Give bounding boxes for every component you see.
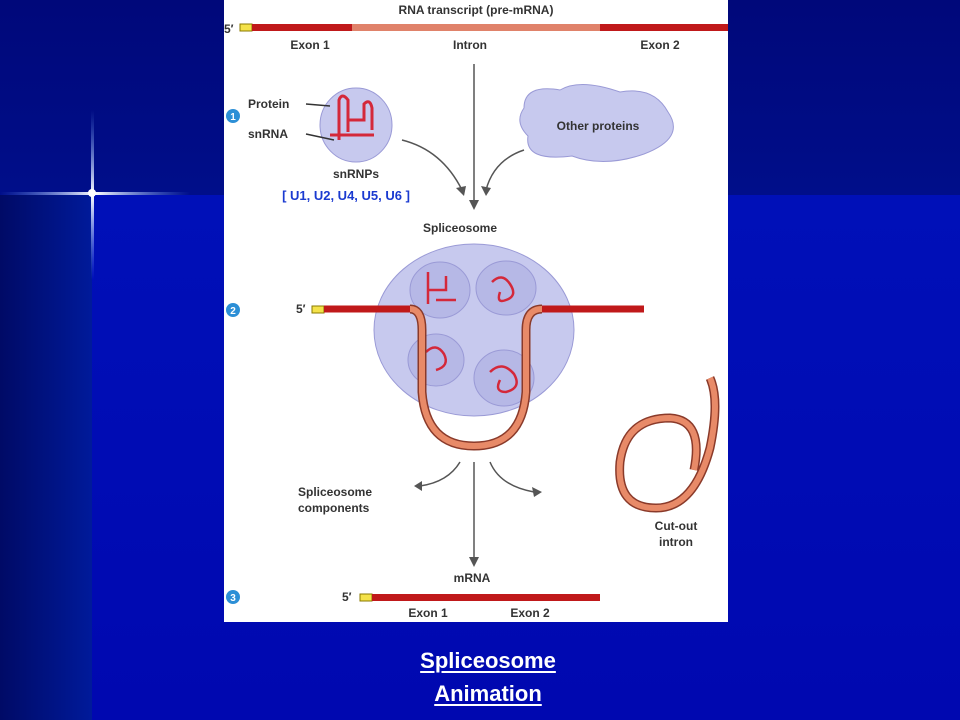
spliceosome-label: Spliceosome	[423, 221, 497, 235]
snrna-squiggle-1	[426, 272, 456, 304]
exon1-segment-bottom	[372, 594, 474, 601]
spliceosome-figure: RNA transcript (pre-mRNA) 5′ Exon 1 Intr…	[224, 0, 728, 622]
other-proteins-label: Other proteins	[557, 119, 640, 133]
snrna-squiggle-4	[489, 365, 518, 394]
intron-segment-top	[352, 24, 600, 31]
exon2-label-bottom: Exon 2	[510, 606, 550, 620]
curved-arrowhead-left	[456, 186, 466, 196]
snrna-squiggle-3	[425, 346, 447, 372]
cutout-label-line1: Cut-out	[655, 519, 698, 533]
snrnp-particle	[319, 87, 393, 163]
five-prime-cap-mid	[311, 305, 325, 314]
five-prime-label-bottom: 5′	[342, 590, 352, 604]
spliceosome-body	[373, 243, 575, 417]
intron-label-top: Intron	[453, 38, 487, 52]
exon2-segment-bottom	[474, 594, 600, 601]
exon1-label-bottom: Exon 1	[408, 606, 448, 620]
spliceosome-animation-link-line1[interactable]: Spliceosome	[420, 648, 556, 673]
step-2-number: 2	[230, 306, 236, 317]
down-arrowhead-main	[469, 200, 479, 210]
spliceosome-animation-link-line2[interactable]: Animation	[434, 681, 542, 706]
spliceosome-subunit-2	[475, 260, 537, 316]
curved-arrow-right	[485, 149, 525, 191]
snrnps-label: snRNPs	[333, 167, 379, 181]
curved-arrowhead-right	[481, 186, 491, 196]
spliceosome-subunit-3	[407, 333, 465, 387]
snrna-squiggle-2	[491, 276, 515, 303]
down-arrowhead-output	[469, 557, 479, 567]
snrna-label: snRNA	[248, 127, 288, 141]
exon2-label-top: Exon 2	[640, 38, 680, 52]
intron-loop-fill	[409, 306, 543, 450]
curved-arrow-components	[419, 461, 461, 487]
other-proteins-blob	[519, 84, 674, 163]
five-prime-label-top: 5′	[224, 22, 234, 36]
step-3-badge	[226, 590, 240, 604]
transcript-title: RNA transcript (pre-mRNA)	[399, 3, 554, 17]
step-3-number: 3	[230, 593, 236, 604]
step-1-number: 1	[230, 112, 236, 123]
step-2-badge	[226, 303, 240, 317]
spliceosome-subunit-4	[473, 349, 535, 407]
curved-arrowhead-components	[414, 481, 422, 491]
five-prime-cap-top	[239, 23, 253, 32]
mrna-label: mRNA	[454, 571, 491, 585]
cut-out-intron-lariat-fill	[616, 376, 718, 512]
cutout-label-line2: intron	[659, 535, 693, 549]
components-label-line2: components	[298, 501, 370, 515]
curved-arrowhead-intron	[532, 487, 542, 497]
snrna-pointer	[305, 133, 335, 141]
curved-arrow-left	[401, 139, 463, 191]
protein-pointer	[305, 103, 331, 107]
five-prime-cap-bottom	[359, 593, 373, 602]
curved-arrow-intron	[489, 461, 535, 493]
exon2-segment-top	[600, 24, 728, 31]
five-prime-label-mid: 5′	[296, 302, 306, 316]
components-label-line1: Spliceosome	[298, 485, 372, 499]
snrna-squiggle	[330, 94, 374, 140]
step-1-badge	[226, 109, 240, 123]
exon1-label-top: Exon 1	[290, 38, 330, 52]
exon1-segment-top	[252, 24, 352, 31]
snrnp-list: [ U1, U2, U4, U5, U6 ]	[282, 188, 410, 203]
protein-label: Protein	[248, 97, 289, 111]
sparkle-decoration	[0, 110, 190, 280]
cut-out-intron-lariat	[615, 376, 720, 513]
